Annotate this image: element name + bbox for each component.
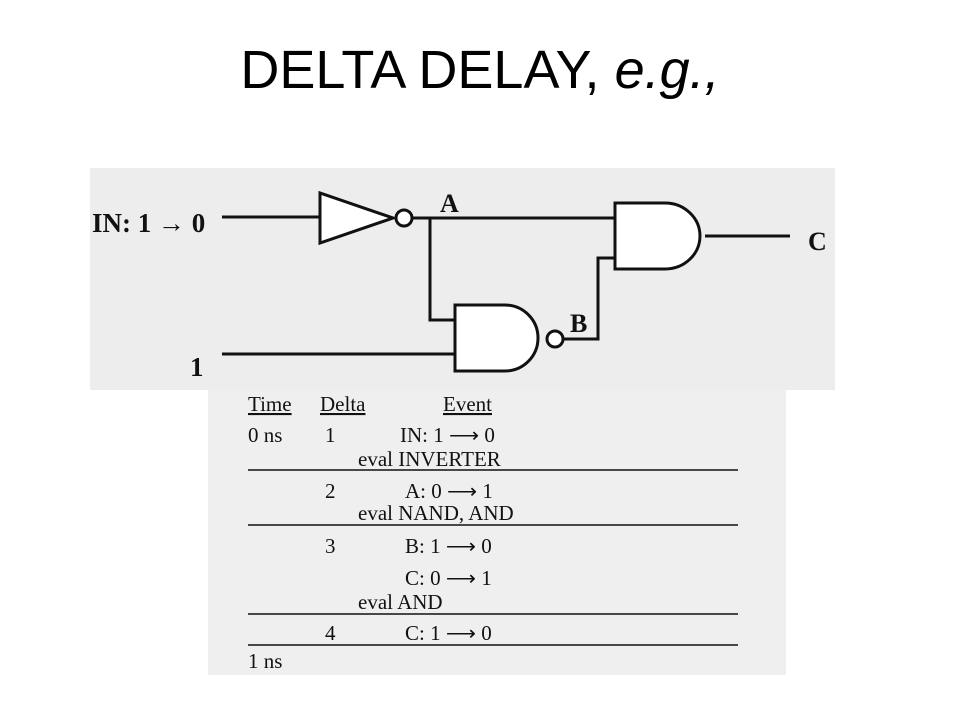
row2-event: A: 0 ⟶ 1 (405, 479, 493, 503)
node-c-label: C (808, 227, 827, 256)
row4-delta: 4 (325, 621, 336, 645)
row3-delta: 3 (325, 534, 336, 558)
wire-a-branch (428, 218, 455, 322)
row1-time: 0 ns (248, 423, 282, 447)
table-scan-background (208, 390, 786, 675)
row3-note: eval AND (358, 590, 443, 614)
row4-event: C: 1 ⟶ 0 (405, 621, 492, 645)
title-italic: e.g., (614, 40, 720, 100)
row2-delta: 2 (325, 479, 336, 503)
row1-note: eval INVERTER (358, 447, 501, 471)
title-main: DELTA DELAY, (240, 40, 600, 100)
nand-bubble (545, 329, 565, 349)
circuit-diagram (222, 190, 790, 373)
node-b-label: B (570, 309, 587, 338)
row1-delta: 1 (325, 423, 336, 447)
row3-event2: C: 0 ⟶ 1 (405, 566, 492, 590)
header-delta: Delta (320, 392, 366, 416)
and-gate (613, 201, 702, 271)
wire-b (563, 256, 615, 341)
nand-gate (453, 303, 540, 373)
row1-event: IN: 1 ⟶ 0 (400, 423, 495, 447)
header-event: Event (443, 392, 492, 416)
event-table: Time Delta Event 0 ns 1 IN: 1 ⟶ 0 eval I… (248, 392, 514, 673)
inverter-gate (318, 190, 398, 246)
row2-note: eval NAND, AND (358, 501, 514, 525)
inverter-bubble (394, 208, 414, 228)
table-dividers (248, 469, 738, 646)
slide-title: DELTA DELAY, e.g., (0, 38, 960, 103)
const-label: 1 (190, 352, 204, 382)
header-time: Time (248, 392, 292, 416)
row3-event: B: 1 ⟶ 0 (405, 534, 492, 558)
in-label: IN: 1 → 0 (92, 208, 205, 238)
row5-time: 1 ns (248, 649, 282, 673)
node-a-label: A (440, 189, 459, 218)
